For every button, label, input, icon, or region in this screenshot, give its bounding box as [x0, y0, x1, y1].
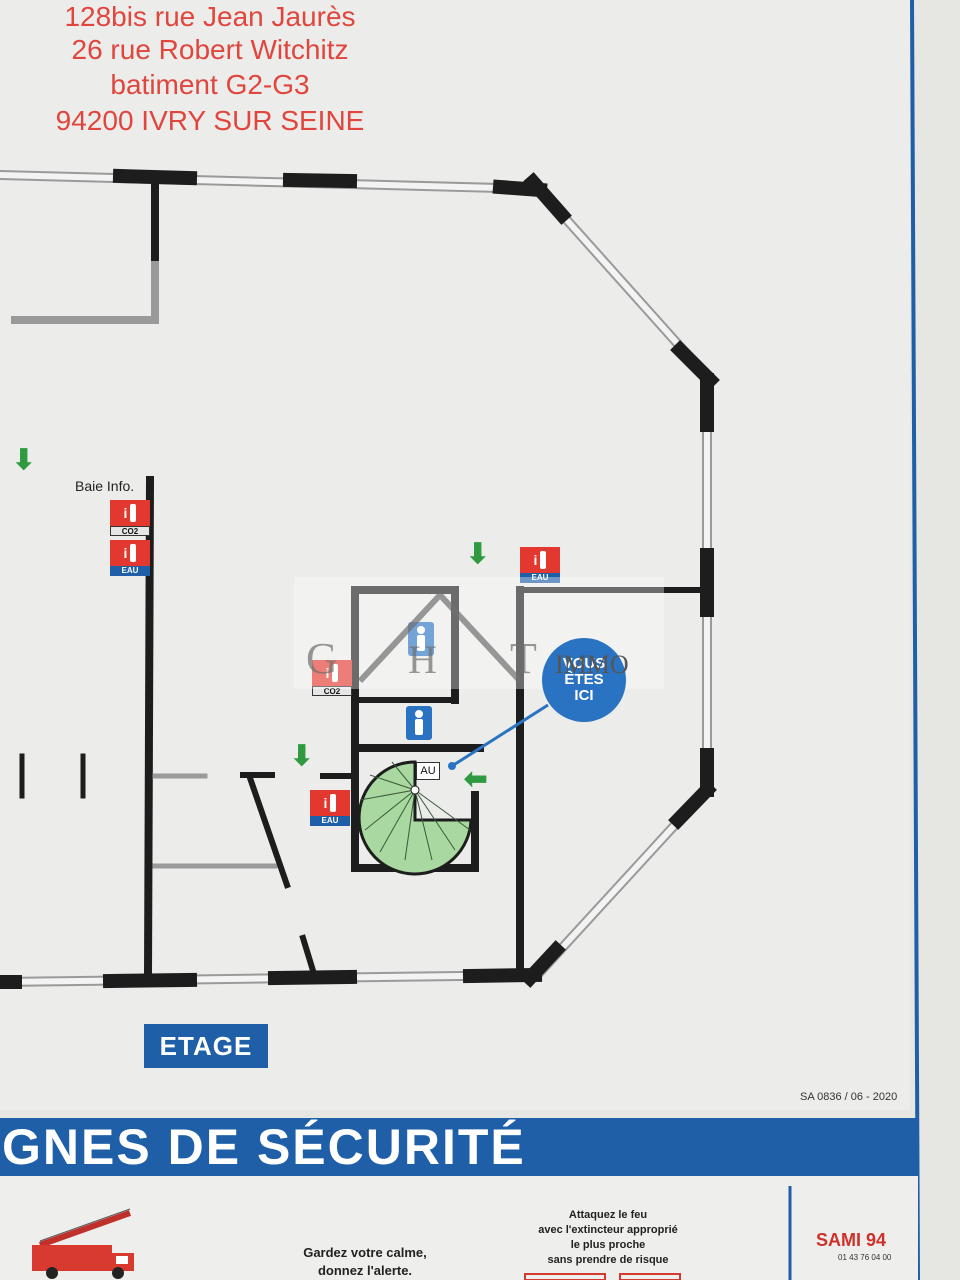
you-are-here-pointer [451, 703, 549, 768]
address-line-4: 94200 IVRY SUR SEINE [55, 105, 365, 136]
safety-instructions-banner: GNES DE SÉCURITÉ [0, 1118, 918, 1176]
fire-truck-icon [32, 1208, 134, 1279]
instructions-strip [0, 1176, 918, 1280]
spiral-staircase [357, 760, 473, 876]
address-line-1: 128bis rue Jean Jaurès [64, 1, 356, 32]
you-are-here-marker: VOUS ÊTES ICI [542, 638, 626, 722]
plan-reference: SA 0836 / 06 - 2020 [800, 1091, 898, 1103]
watermark-text: IMMO [555, 650, 629, 679]
floor-label: ETAGE [144, 1024, 268, 1068]
baie-info-label: Baie Info. [75, 478, 135, 494]
water-extinguisher-icon: i EAU [110, 540, 150, 576]
co2-extinguisher-icon: i CO2 [312, 660, 352, 696]
exit-arrow-left-icon: ⬅ [464, 763, 488, 794]
watermark-logo: G H T [306, 590, 537, 684]
co2-extinguisher-icon: i CO2 [110, 500, 150, 536]
water-extinguisher-icon: i EAU [520, 547, 560, 583]
exit-arrow-down-icon: ⬇ [12, 444, 36, 475]
walls [0, 168, 720, 989]
instruction-fire: Attaquez le feu avec l'extincteur approp… [538, 1209, 678, 1266]
you-are-here-line-3: ICI [574, 687, 594, 704]
alarm-trigger-label: AU [416, 762, 440, 780]
company-logo: SAMI 94 [816, 1230, 887, 1250]
svg-text:H: H [408, 637, 437, 682]
address-line-3: batiment G2-G3 [110, 69, 310, 100]
exit-arrow-down-icon: ⬇ [466, 538, 490, 569]
you-are-here-line-2: ÊTES [564, 671, 604, 688]
water-extinguisher-icon: i EAU [310, 790, 350, 826]
company-phone: 01 43 76 04 00 [838, 1253, 892, 1262]
instruction-calm: Gardez votre calme, donnez l'alerte. [303, 1245, 427, 1278]
svg-text:G: G [306, 634, 338, 683]
divider-lines [524, 1186, 792, 1280]
exit-arrow-down-icon: ⬇ [290, 740, 314, 771]
svg-text:T: T [510, 634, 537, 683]
you-are-here-line-1: VOUS [562, 655, 606, 672]
toilet-icon [406, 706, 432, 740]
address-line-2: 26 rue Robert Witchitz [71, 34, 349, 65]
